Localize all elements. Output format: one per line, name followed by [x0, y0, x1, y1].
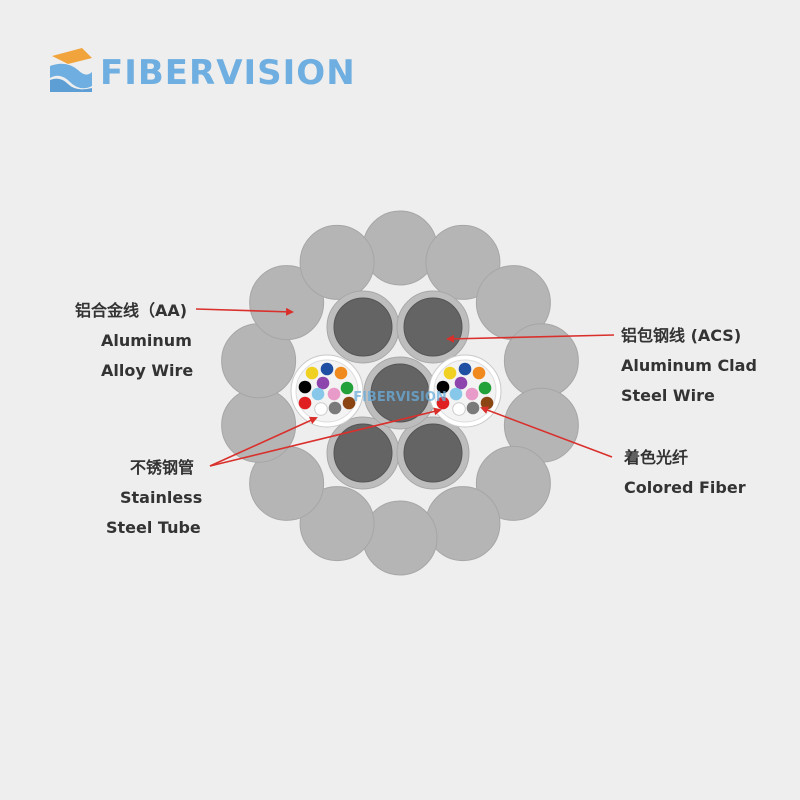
- colored-fiber: [454, 376, 468, 390]
- cable-cross-section: FIBERVISION: [221, 210, 579, 576]
- acs-wire: [326, 290, 400, 364]
- watermark: FIBERVISION: [353, 390, 447, 405]
- colored-fiber: [436, 380, 450, 394]
- tube-label-en-1: Stainless: [120, 488, 202, 507]
- colored-fiber: [452, 402, 466, 416]
- aa-wire: [425, 224, 501, 300]
- aa-label-cn: 铝合金线（AA): [75, 301, 187, 320]
- colored-fiber: [340, 381, 354, 395]
- colored-fiber: [298, 380, 312, 394]
- aa-wire: [362, 500, 438, 576]
- label-tube: 不锈钢管 Stainless Steel Tube: [106, 458, 202, 537]
- colored-fiber: [480, 396, 494, 410]
- arrow-acs: [446, 334, 615, 343]
- colored-fiber: [443, 366, 457, 380]
- arrow-aa: [195, 307, 294, 316]
- colored-fiber: [449, 387, 463, 401]
- aa-wire: [503, 323, 579, 399]
- colored-fiber: [466, 401, 480, 415]
- colored-fiber: [305, 366, 319, 380]
- brand-logo: FIBERVISION: [50, 48, 356, 93]
- aa-label-en-2: Alloy Wire: [101, 361, 193, 380]
- colored-fiber: [311, 387, 325, 401]
- aa-wire: [249, 265, 325, 341]
- acs-label-cn: 铝包钢线 (ACS): [621, 326, 741, 345]
- acs-label-en-2: Steel Wire: [621, 386, 715, 405]
- fiber-label-en-1: Colored Fiber: [624, 478, 746, 497]
- colored-fiber: [465, 387, 479, 401]
- arrow-fiber: [480, 406, 613, 458]
- inner-layer: [290, 290, 502, 490]
- label-aa: 铝合金线（AA) Aluminum Alloy Wire: [75, 301, 193, 380]
- arrow-tube-right: [209, 407, 442, 467]
- colored-fiber: [342, 396, 356, 410]
- acs-label-en-1: Aluminum Clad: [621, 356, 757, 375]
- acs-wire: [396, 290, 470, 364]
- colored-fiber: [320, 362, 334, 376]
- acs-wire: [326, 416, 400, 490]
- colored-fiber: [327, 387, 341, 401]
- acs-wire: [396, 416, 470, 490]
- acs-core: [333, 297, 393, 357]
- label-fiber: 着色光纤 Colored Fiber: [623, 448, 746, 497]
- steel-tube: [290, 354, 364, 428]
- aa-wire: [362, 210, 438, 286]
- colored-fiber: [316, 376, 330, 390]
- arrow-tube-left: [209, 416, 318, 467]
- tube-label-cn: 不锈钢管: [130, 458, 194, 477]
- colored-fiber: [472, 366, 486, 380]
- fiber-label-cn: 着色光纤: [623, 448, 688, 467]
- aa-wire: [425, 486, 501, 562]
- aa-wire: [299, 224, 375, 300]
- aa-wire: [221, 387, 297, 463]
- colored-fiber: [328, 401, 342, 415]
- aa-wire-layer: [221, 210, 579, 576]
- acs-core: [403, 423, 463, 483]
- tube-label-en-2: Steel Tube: [106, 518, 201, 537]
- acs-core: [333, 423, 393, 483]
- colored-fiber: [436, 396, 450, 410]
- brand-name: FIBERVISION: [100, 53, 356, 93]
- label-acs: 铝包钢线 (ACS) Aluminum Clad Steel Wire: [621, 326, 757, 405]
- aa-wire: [299, 486, 375, 562]
- arrows: [195, 307, 615, 467]
- aa-wire: [475, 445, 551, 521]
- colored-fiber: [478, 381, 492, 395]
- colored-fiber: [334, 366, 348, 380]
- logo-icon: [50, 48, 92, 92]
- colored-fiber: [314, 402, 328, 416]
- colored-fiber: [458, 362, 472, 376]
- colored-fiber: [298, 396, 312, 410]
- acs-core: [403, 297, 463, 357]
- aa-label-en-1: Aluminum: [101, 331, 192, 350]
